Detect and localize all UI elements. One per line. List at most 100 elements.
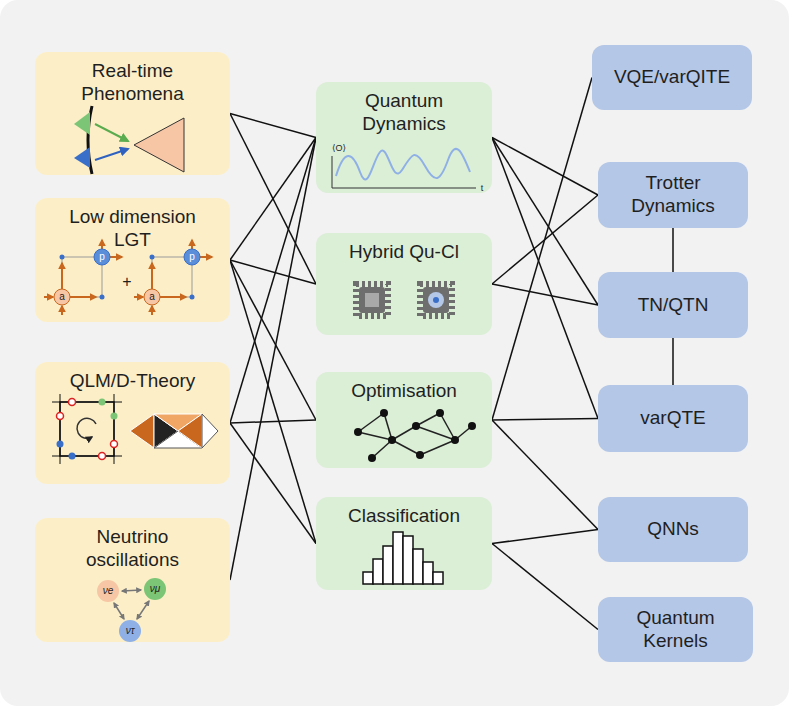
- plaquette-icon: [134, 296, 143, 298]
- method-box: Trotter Dynamics: [598, 162, 748, 228]
- graph-icon: [416, 426, 455, 440]
- connector-line: [492, 284, 598, 305]
- quantum-link-icon: [111, 441, 118, 448]
- connector-line: [492, 420, 598, 530]
- connector-line: [230, 260, 316, 544]
- method-box: VQE/varQITE: [592, 45, 752, 110]
- symbol-label: a: [59, 292, 65, 302]
- box-title: varQTE: [603, 407, 743, 430]
- histogram-icon: [373, 559, 383, 584]
- histogram-icon: [363, 532, 443, 584]
- graph-icon: [358, 413, 384, 432]
- chip-icon: [359, 287, 385, 313]
- graph-icon: [451, 436, 459, 444]
- graph-icon: [368, 454, 376, 462]
- quantum-link-icon: [69, 399, 76, 406]
- histogram-icon: [433, 572, 443, 584]
- quantum-link-icon: [77, 418, 96, 438]
- plaquette-icon: [200, 256, 212, 258]
- symbol-label: a: [149, 292, 155, 302]
- plaquette-icon: [62, 257, 102, 297]
- task-box: Optimisation: [316, 372, 492, 468]
- quantum-link-icon: [60, 402, 114, 456]
- task-box: Hybrid Qu-Cl: [316, 233, 492, 335]
- box-title: QLM/D-Theory: [45, 370, 220, 393]
- plaquette-icon: [191, 240, 193, 249]
- connector-line: [230, 420, 316, 423]
- plaquette-icon: [61, 263, 63, 289]
- graph-icon: [384, 413, 392, 440]
- neutrino-icon: [122, 590, 141, 591]
- connector-line: [230, 138, 316, 581]
- graph-icon: [354, 409, 476, 462]
- graph-icon: [388, 436, 396, 444]
- quantum-link-icon: [52, 402, 122, 403]
- scattering-icon: [88, 106, 92, 174]
- graph-icon: [392, 426, 416, 440]
- symbol-label: ⟨O⟩: [332, 144, 346, 153]
- box-title: Low dimension LGT: [58, 206, 208, 252]
- neutrino-icon: [144, 578, 166, 600]
- box-title: TN/QTN: [603, 294, 743, 317]
- quantum-link-icon: [111, 413, 118, 420]
- chip-icon: [365, 293, 379, 307]
- graph-icon: [468, 422, 476, 430]
- chip-icon: [433, 297, 439, 303]
- connector-line: [492, 419, 598, 421]
- connector-line: [492, 138, 598, 419]
- plaquette-icon: [110, 256, 122, 258]
- quantum-link-icon: [52, 456, 122, 457]
- topic-box: Neutrino oscillations: [35, 518, 230, 642]
- triangle-lattice-icon: [154, 414, 202, 431]
- connector-line: [492, 78, 592, 421]
- box-title: Trotter Dynamics: [616, 172, 731, 218]
- graph-icon: [416, 451, 424, 459]
- connector-line: [230, 114, 316, 138]
- box-title: Real-time Phenomena: [68, 60, 198, 106]
- symbol-label: νμ: [150, 584, 160, 594]
- method-box: TN/QTN: [598, 272, 748, 338]
- task-box: Classification: [316, 497, 492, 590]
- connector-line: [230, 114, 316, 285]
- connector-line: [492, 544, 598, 630]
- histogram-icon: [403, 536, 413, 584]
- box-title: Neutrino oscillations: [63, 526, 203, 572]
- plaquette-icon: [44, 240, 122, 315]
- scattering-icon: [74, 106, 184, 174]
- graph-icon: [416, 413, 440, 426]
- symbol-label: p: [189, 252, 195, 262]
- box-title: Quantum Kernels: [618, 607, 733, 653]
- plaquette-icon: [54, 289, 70, 305]
- connector-line: [492, 138, 598, 196]
- scattering-icon: [134, 118, 184, 172]
- time-series-plot: [332, 156, 476, 188]
- method-box: varQTE: [598, 385, 748, 452]
- graph-icon: [372, 440, 392, 458]
- chip-icon: [420, 284, 452, 316]
- neutrino-icon: [97, 580, 119, 602]
- triangle-lattice-icon: [202, 414, 218, 448]
- histogram-icon: [393, 532, 403, 584]
- triangle-lattice-icon: [178, 414, 202, 448]
- connector-line: [492, 530, 598, 544]
- time-series-plot: [332, 149, 476, 188]
- plaquette-icon: [60, 255, 65, 260]
- symbol-label: νe: [103, 586, 114, 596]
- plaquette-icon: [134, 240, 212, 315]
- graph-icon: [392, 440, 420, 455]
- symbol-label: p: [99, 252, 105, 262]
- scattering-icon: [95, 124, 128, 141]
- graph-icon: [412, 422, 420, 430]
- connector-line: [672, 228, 674, 272]
- scattering-icon: [95, 149, 128, 160]
- quantum-link-icon: [52, 394, 122, 464]
- connector-line: [230, 260, 316, 420]
- quantum-link-icon: [99, 453, 106, 460]
- quantum-link-icon: [69, 453, 76, 460]
- graph-icon: [380, 409, 388, 417]
- neutrino-icon: [119, 620, 141, 642]
- plaquette-icon: [94, 249, 110, 265]
- triangle-lattice-icon: [154, 431, 202, 448]
